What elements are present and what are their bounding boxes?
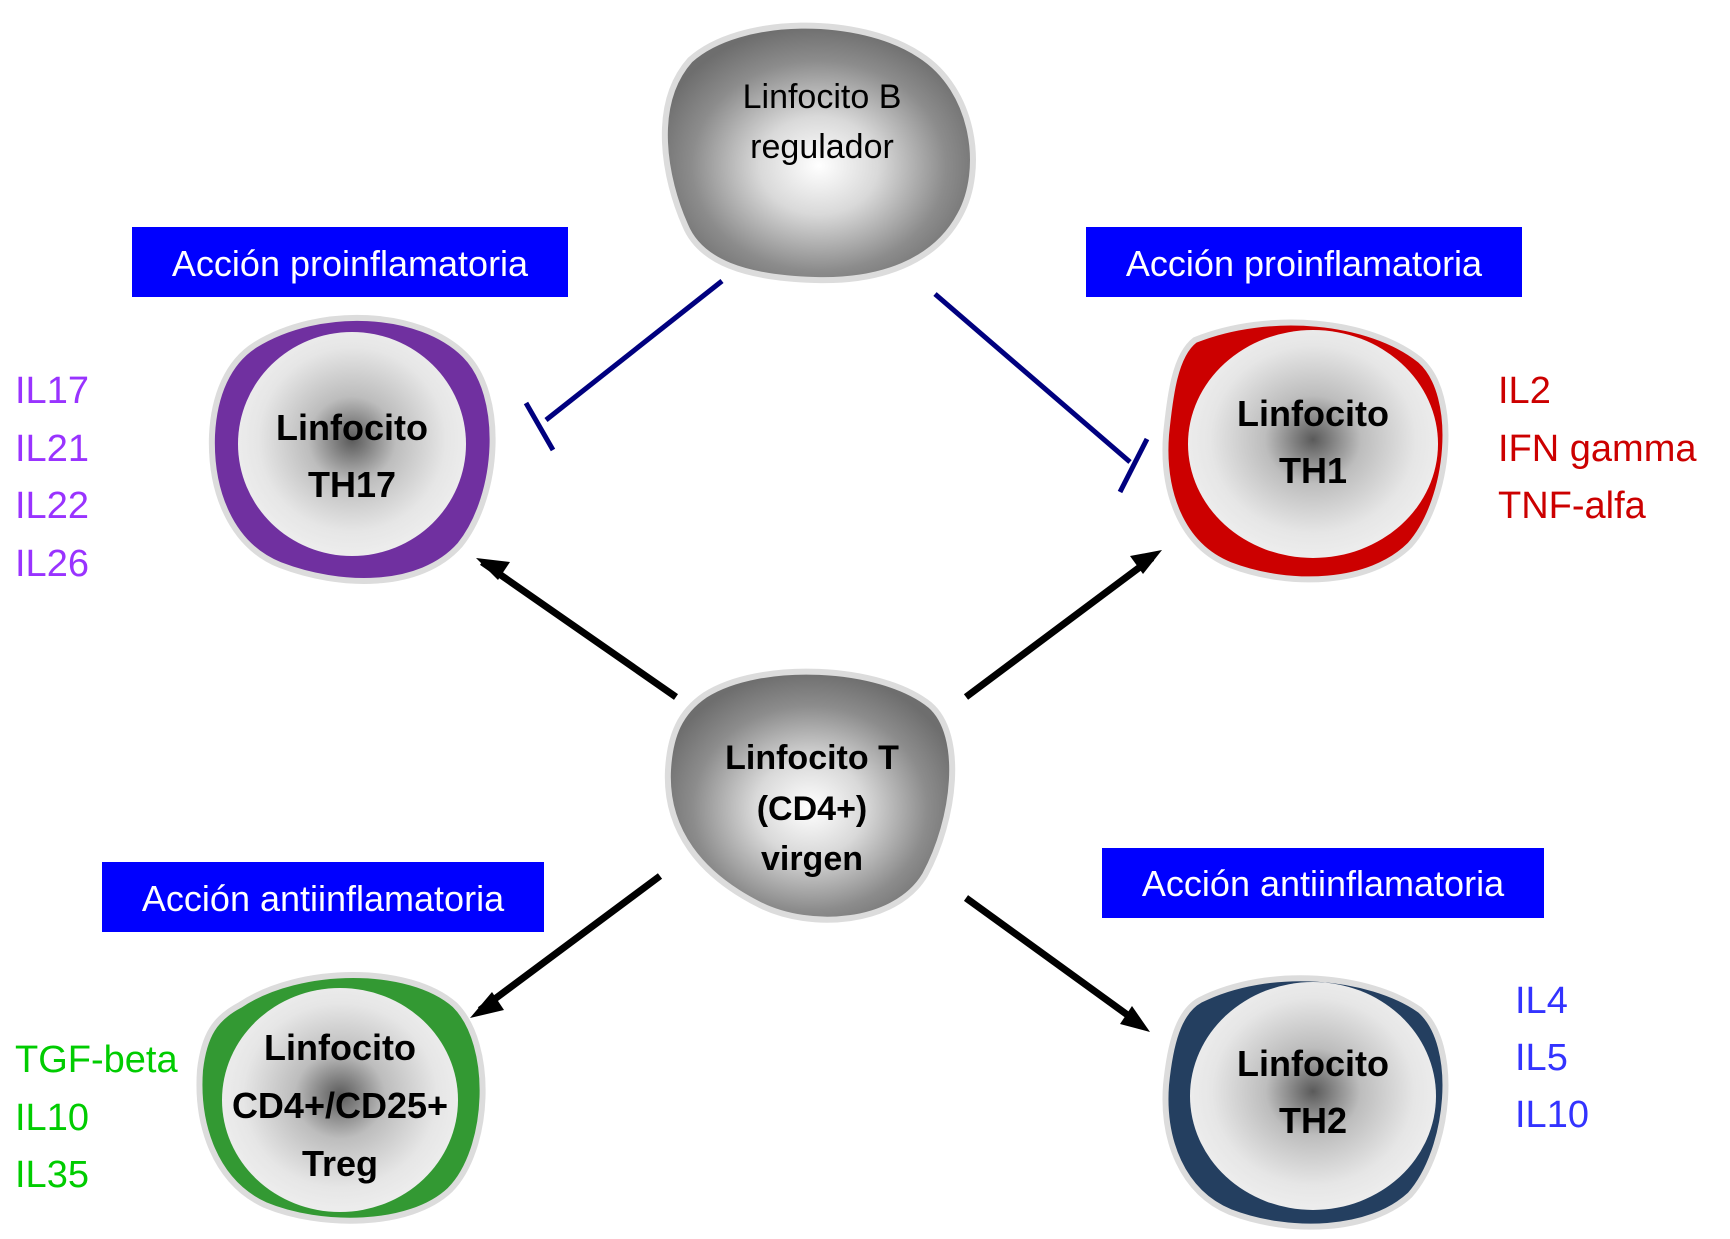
banner-th2-box [1102,848,1544,918]
b-regulator-body [661,22,976,284]
cytokine-th17-2: IL22 [15,485,89,527]
cytokine-th1-2: TNF-alfa [1498,485,1647,527]
arrow-to-th2-head [1120,1006,1150,1032]
cytokine-th1-0: IL2 [1498,370,1551,412]
cytokine-th2-2: IL10 [1515,1094,1589,1136]
cytokine-treg-0: TGF-beta [15,1039,178,1081]
cytokines-treg: TGF-beta IL10 IL35 [15,1039,178,1196]
banner-th1-box [1086,227,1522,297]
inhibition-lines [523,279,1150,494]
banner-th2: Acción antiinflamatoria [1102,848,1544,918]
arrow-to-th17-head [476,558,510,580]
banner-th17: Acción proinflamatoria [132,227,568,297]
inhibit-th17-line [544,279,724,422]
cytokines-th1: IL2 IFN gamma TNF-alfa [1498,370,1697,527]
cytokine-th17-0: IL17 [15,370,89,412]
naive-t-line3: virgen [761,840,863,878]
arrow-to-th1 [963,555,1155,700]
inhibit-th17-bar [523,401,556,452]
inhibit-th1-bar [1117,437,1150,494]
cytokines-th2: IL4 IL5 IL10 [1515,980,1589,1136]
arrow-to-th2 [963,895,1143,1027]
cytokine-treg-1: IL10 [15,1097,89,1139]
cell-th2: Linfocito TH2 [1162,975,1449,1230]
naive-t-line1: Linfocito T [725,739,899,777]
th1-line2: TH1 [1279,450,1347,491]
treg-line1: Linfocito [264,1027,416,1068]
th2-line2: TH2 [1279,1100,1347,1141]
arrow-to-treg-head [470,992,504,1018]
th1-line1: Linfocito [1237,393,1389,434]
th2-inner [1190,982,1436,1210]
cell-naive-t: Linfocito T (CD4+) virgen [664,668,956,923]
cytokine-th17-3: IL26 [15,543,89,585]
banner-th2-label: Acción antiinflamatoria [1142,863,1505,904]
naive-t-line2: (CD4+) [757,790,868,828]
arrow-to-th1-head [1130,550,1162,574]
treg-line2: CD4+/CD25+ [232,1085,448,1126]
naive-t-body [664,668,956,923]
th2-line1: Linfocito [1237,1043,1389,1084]
treg-line3: Treg [302,1143,378,1184]
cell-th17: Linfocito TH17 [208,314,496,584]
banner-treg: Acción antiinflamatoria [102,862,544,932]
arrow-to-th17 [480,559,678,700]
cytokines-th17: IL17 IL21 IL22 IL26 [15,370,89,585]
inhibit-th1-line [933,292,1132,464]
banner-treg-label: Acción antiinflamatoria [142,878,505,919]
banner-th1: Acción proinflamatoria [1086,227,1522,297]
cell-treg: Linfocito CD4+/CD25+ Treg [196,972,486,1224]
b-regulator-line1: Linfocito B [743,78,902,116]
cytokine-th2-0: IL4 [1515,980,1568,1022]
b-regulator-line2: regulador [750,128,894,166]
arrow-to-treg [477,873,663,1013]
th17-inner [238,332,466,556]
cytokine-treg-2: IL35 [15,1154,89,1196]
activation-arrows [470,550,1162,1032]
banner-th17-label: Acción proinflamatoria [172,243,529,284]
th1-inner [1188,330,1438,558]
banner-treg-box [102,862,544,932]
cell-th1: Linfocito TH1 [1162,319,1449,583]
cytokine-th17-1: IL21 [15,428,89,470]
cytokine-th2-1: IL5 [1515,1037,1568,1079]
banner-th17-box [132,227,568,297]
th17-line2: TH17 [308,464,396,505]
banner-th1-label: Acción proinflamatoria [1126,243,1483,284]
treg-inner [222,988,458,1212]
cytokine-th1-1: IFN gamma [1498,428,1697,470]
th17-line1: Linfocito [276,407,428,448]
cell-b-regulator: Linfocito B regulador [661,22,976,284]
